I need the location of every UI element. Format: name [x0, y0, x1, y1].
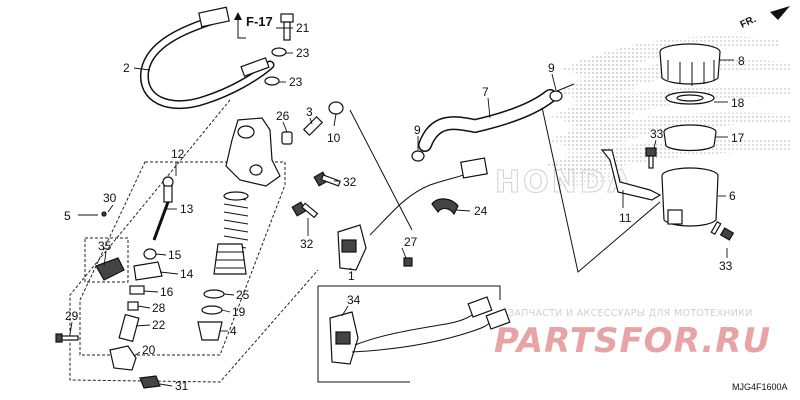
seal-10	[328, 101, 344, 115]
nut-16	[129, 285, 145, 295]
callout-3: 3	[306, 105, 313, 119]
callout-31: 31	[175, 379, 189, 393]
reservoir-tank	[661, 167, 719, 227]
wing-logo-watermark: HONDA	[495, 36, 790, 201]
reservoir-bracket	[600, 149, 662, 201]
callout-17: 17	[731, 131, 745, 145]
callout-14: 14	[180, 267, 194, 281]
spring-4	[223, 191, 249, 249]
callout-25: 25	[236, 288, 250, 302]
piston-assembly	[213, 243, 247, 275]
callout-labels: 2 21 23 23 3 26 10 7 9 9 8 18 17 6 33 33…	[64, 21, 745, 393]
callout-24: 24	[474, 204, 488, 218]
washer-23a	[271, 47, 287, 57]
bolt-33b	[710, 220, 735, 241]
callout-28: 28	[152, 301, 166, 315]
brake-switch-1	[337, 224, 367, 271]
callout-21: 21	[296, 21, 310, 35]
diaphragm-plate	[665, 91, 715, 105]
bolt-29	[55, 333, 79, 343]
clip-9a	[411, 150, 425, 162]
callout-29: 29	[65, 309, 79, 323]
reservoir-hose	[418, 89, 557, 152]
clip-31	[139, 375, 161, 389]
bolt-21	[280, 13, 294, 41]
bolt-33a	[645, 147, 657, 169]
callout-12: 12	[171, 147, 185, 161]
master-cylinder-body	[225, 117, 281, 187]
brake-hose	[140, 6, 275, 109]
piston-kit-outline	[79, 161, 286, 356]
callout-19: 19	[232, 305, 246, 319]
svg-text:HONDA: HONDA	[495, 165, 634, 200]
washer-23b	[264, 76, 280, 86]
nipple-26	[281, 131, 293, 145]
watermark-site: PARTSFOR.RU	[494, 321, 771, 361]
callout-5: 5	[64, 209, 71, 223]
screw-27	[403, 257, 413, 267]
drawing-code: MJG4F1600A	[732, 382, 788, 392]
switch-wire	[369, 157, 488, 236]
boot-14	[133, 261, 163, 281]
callout-30: 30	[103, 191, 117, 205]
nut-28	[127, 301, 139, 311]
clip-24	[431, 198, 459, 216]
watermark-tagline: ЗАПЧАСТИ И АКСЕССУАРЫ ДЛЯ МОТОТЕХНИКИ	[508, 308, 753, 319]
callout-11: 11	[619, 211, 632, 225]
callout-20: 20	[142, 343, 156, 357]
bolt-32b	[291, 201, 319, 219]
master-cylinder-outline	[69, 99, 319, 383]
callout-27: 27	[404, 235, 418, 249]
joint-3	[302, 115, 324, 137]
bolt-32a	[313, 171, 341, 187]
harness-box-outline	[317, 285, 501, 383]
callout-13: 13	[180, 202, 194, 216]
direction-indicator: FR.	[739, 6, 790, 31]
lever-35	[95, 257, 125, 281]
callout-7: 7	[482, 85, 489, 99]
joint-20	[109, 345, 137, 371]
reference-arrow: F-17	[234, 12, 273, 39]
callout-1: 1	[348, 269, 355, 283]
boot-4	[197, 321, 223, 341]
direction-label: FR.	[739, 14, 758, 31]
callout-9: 9	[548, 61, 555, 75]
callout-18: 18	[731, 96, 745, 110]
leader-lines	[69, 27, 734, 387]
reference-label: F-17	[246, 14, 273, 29]
callout-32: 32	[343, 175, 357, 189]
callout-32: 32	[300, 237, 314, 251]
lever-box-outline	[84, 237, 129, 283]
callout-22: 22	[152, 318, 166, 332]
diaphragm	[663, 124, 717, 152]
push-rod-13	[152, 176, 174, 241]
callout-10: 10	[327, 131, 341, 145]
callout-9: 9	[414, 123, 421, 137]
callout-2: 2	[123, 61, 130, 75]
reservoir-cap	[659, 43, 721, 86]
callout-26: 26	[276, 109, 290, 123]
switch-harness-34	[329, 296, 511, 365]
ring-25	[203, 289, 225, 299]
callout-33: 33	[650, 127, 664, 141]
ring-19	[201, 305, 223, 315]
callout-16: 16	[160, 285, 174, 299]
pin-30	[101, 211, 107, 217]
callout-33: 33	[719, 259, 733, 273]
sleeve-22	[118, 313, 140, 343]
nut-15	[143, 248, 157, 260]
clip-9b	[549, 90, 563, 102]
callout-8: 8	[738, 54, 745, 68]
callout-4: 4	[230, 324, 237, 338]
callout-23: 23	[296, 46, 310, 60]
callout-35: 35	[98, 239, 112, 253]
callout-23: 23	[289, 75, 303, 89]
callout-15: 15	[168, 248, 182, 262]
callout-6: 6	[729, 189, 736, 203]
callout-34: 34	[347, 293, 361, 307]
